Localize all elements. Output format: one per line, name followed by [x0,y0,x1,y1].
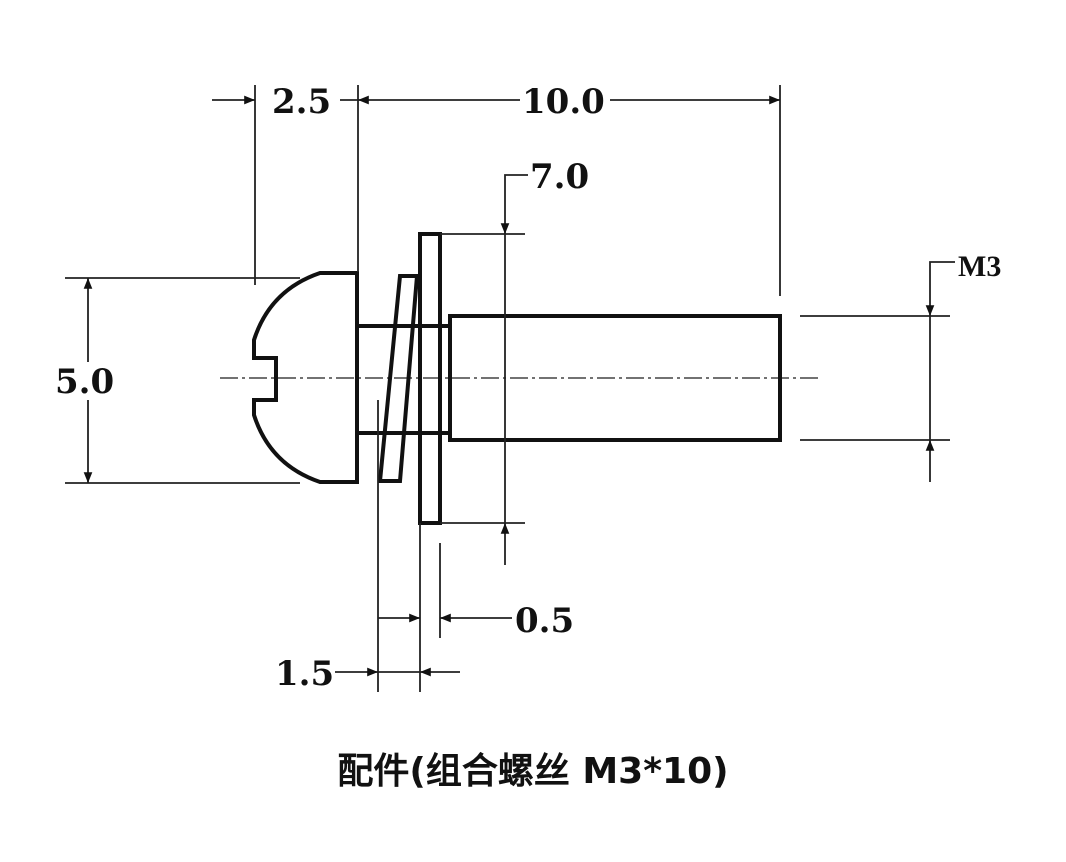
dim-spring-washer-thickness: 1.5 [275,654,334,694]
flat-washer [418,232,442,525]
dim-washer-diameter: 7.0 [530,157,589,197]
dim-length: 10.0 [522,82,605,122]
dim-flat-washer-thickness: 0.5 [515,601,574,641]
spring-washer [377,274,420,483]
caption: 配件(组合螺丝 M3*10) [337,751,729,792]
dim-head-height: 2.5 [272,82,331,122]
dim-line-washer-diameter [500,174,528,234]
dim-thread: M3 [958,250,1001,283]
threaded-body [448,314,782,442]
dim-line-thread [925,261,955,317]
screw-head [252,271,359,484]
extension-lines [65,85,950,692]
dim-head-diameter: 5.0 [55,362,114,402]
